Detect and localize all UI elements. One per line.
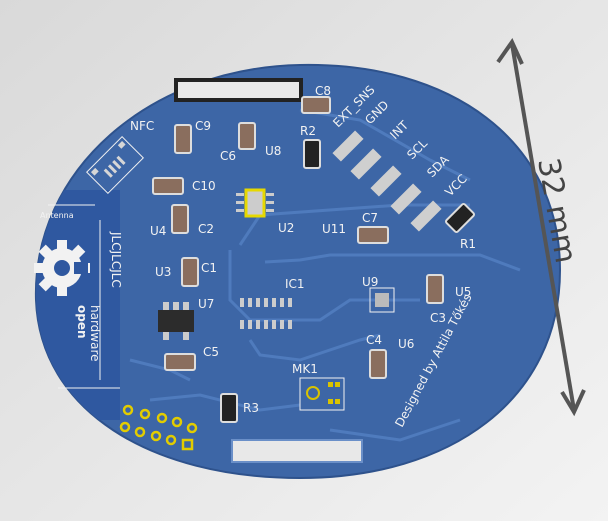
ref-r3: R3	[243, 401, 259, 415]
cap-c3	[426, 274, 444, 304]
ref-c7: C7	[362, 211, 378, 225]
regulator-u7	[158, 302, 194, 340]
ref-u11: U11	[322, 222, 346, 236]
antenna-label: Antenna	[40, 211, 74, 220]
ref-c2: C2	[198, 222, 214, 236]
ref-c10: C10	[192, 179, 216, 193]
ref-u4: U4	[150, 224, 166, 238]
ref-u7: U7	[198, 297, 214, 311]
resistor-r1	[444, 202, 476, 234]
ref-c4: C4	[366, 333, 382, 347]
top-slot	[174, 78, 303, 102]
ref-u2: U2	[278, 221, 294, 235]
gold-header-pins	[119, 404, 198, 451]
nfc-label: NFC	[130, 119, 154, 133]
bottom-slot	[231, 439, 363, 463]
cap-c10	[152, 177, 184, 195]
cap-c2	[171, 204, 189, 234]
copper-traces	[129, 108, 521, 442]
open-hardware-logo-icon	[34, 240, 90, 296]
ref-r2: R2	[300, 124, 316, 138]
cap-c4	[369, 349, 387, 379]
cap-c8	[301, 96, 331, 114]
ref-c9: C9	[195, 119, 211, 133]
ic1-pads	[240, 298, 292, 329]
ref-c1: C1	[201, 261, 217, 275]
ref-c8: C8	[315, 84, 331, 98]
logo-text-open: open	[75, 305, 89, 339]
chip-u2	[236, 188, 274, 218]
ref-u6: U6	[398, 337, 414, 351]
cap-c6	[238, 122, 256, 150]
ref-mk1: MK1	[292, 362, 318, 376]
ref-u8: U8	[265, 144, 281, 158]
ref-ic1: IC1	[285, 277, 305, 291]
cap-c1	[181, 257, 199, 287]
header-pads	[332, 130, 442, 232]
cap-c7	[357, 226, 389, 244]
ref-u9: U9	[362, 275, 378, 289]
ref-c5: C5	[203, 345, 219, 359]
nfc-connector	[86, 136, 144, 194]
dimension-arrow	[496, 37, 586, 417]
microphone-mk1	[299, 377, 345, 411]
capacitors	[152, 96, 444, 379]
ref-u3: U3	[155, 265, 171, 279]
ref-c6: C6	[220, 149, 236, 163]
ref-u5: U5	[455, 285, 471, 299]
cap-c5	[164, 353, 196, 371]
logo-text-hardware: hardware	[88, 305, 102, 362]
resistor-r2	[303, 139, 321, 169]
ref-r1: R1	[460, 237, 476, 251]
pcb-board: Antenna open hardware JLCJLCJLC NFC	[34, 63, 562, 480]
chip-u9	[369, 287, 395, 313]
jlc-text: JLCJLCJLC	[109, 231, 123, 288]
resistor-r3	[220, 393, 238, 423]
ref-c3: C3	[430, 311, 446, 325]
cap-c9	[174, 124, 192, 154]
